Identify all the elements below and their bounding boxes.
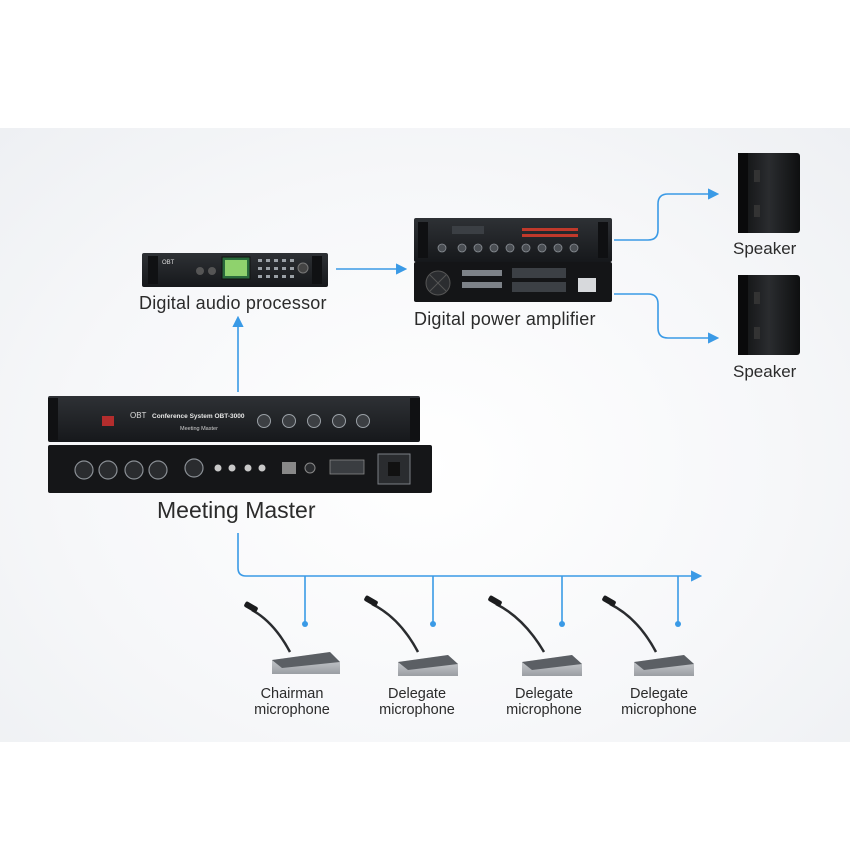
connector-amplifier-to-speaker-bottom: [614, 293, 720, 344]
audio-processor-brand: OBT: [162, 260, 175, 266]
meeting-master-device: OBT Conference System OBT-3000 Meeting M…: [48, 396, 432, 493]
speaker-bottom-device: [738, 275, 800, 355]
microphone-chairman-label: Chairman microphone: [242, 686, 342, 718]
microphone-delegate-2-label: Delegate microphone: [494, 686, 594, 718]
connector-master-to-bus: [237, 533, 703, 582]
microphone-delegate-1-device: [364, 595, 458, 676]
microphone-delegate-2-device: [488, 595, 582, 676]
microphone-chairman-line2: microphone: [254, 702, 330, 718]
microphone-chairman-line1: Chairman: [260, 686, 324, 702]
microphone-delegate-3-line1: Delegate: [629, 686, 689, 702]
microphone-delegate-2-line2: microphone: [506, 702, 582, 718]
bus-dot: [430, 621, 436, 627]
bus-dot: [675, 621, 681, 627]
microphone-chairman-device: [244, 601, 340, 674]
speaker-top-device: [738, 153, 800, 233]
meeting-master-panel-subtitle: Meeting Master: [180, 426, 218, 432]
microphone-delegate-3-line2: microphone: [621, 702, 697, 718]
meeting-master-brand: OBT: [130, 411, 147, 420]
audio-processor-device: OBT: [142, 253, 328, 287]
microphone-delegate-1-label: Delegate microphone: [367, 686, 467, 718]
bus-dot: [302, 621, 308, 627]
speaker-bottom-label: Speaker: [733, 362, 797, 381]
power-amplifier-label: Digital power amplifier: [414, 309, 596, 329]
microphone-delegate-3-label: Delegate microphone: [609, 686, 709, 718]
connector-amplifier-to-speaker-top: [614, 188, 720, 241]
audio-processor-label: Digital audio processor: [139, 293, 327, 313]
meeting-master-label: Meeting Master: [157, 497, 316, 523]
meeting-master-panel-title: Conference System OBT-3000: [152, 413, 245, 420]
speaker-top-label: Speaker: [733, 239, 797, 258]
microphone-delegate-1-line2: microphone: [379, 702, 455, 718]
microphone-delegate-2-line1: Delegate: [514, 686, 574, 702]
microphone-delegate-1-line1: Delegate: [387, 686, 447, 702]
power-amplifier-device: [414, 218, 612, 302]
connectors: [232, 188, 720, 623]
microphone-delegate-3-device: [602, 595, 694, 676]
bus-dot: [559, 621, 565, 627]
bus-endpoints: [302, 621, 681, 627]
